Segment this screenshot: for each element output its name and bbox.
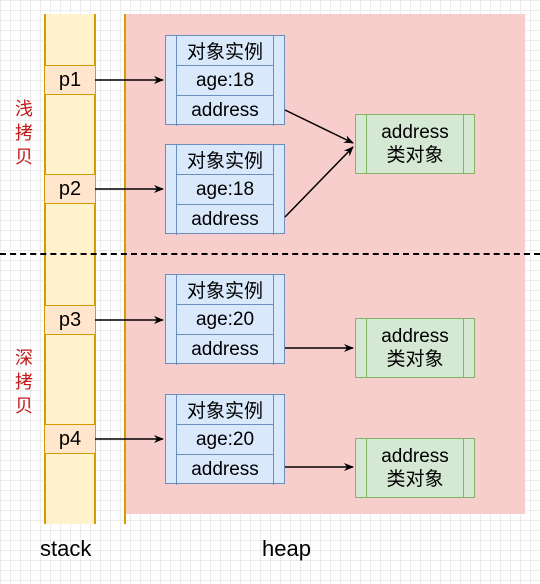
object-instance-4: 对象实例 age:20 address (165, 394, 285, 485)
address-object-line2: 类对象 (386, 349, 444, 370)
stack-right-line (94, 14, 96, 524)
object-field: address (176, 335, 274, 365)
address-object-p3: address 类对象 (355, 318, 475, 378)
object-age: age:20 (176, 425, 274, 455)
stack-left-line (44, 14, 46, 524)
object-age: age:18 (176, 175, 274, 205)
object-age: age:20 (176, 305, 274, 335)
heap-left-line (124, 14, 126, 524)
object-title: 对象实例 (176, 145, 274, 175)
object-instance-3: 对象实例 age:20 address (165, 274, 285, 365)
stack-label: stack (40, 536, 92, 561)
address-object-line1: address (381, 326, 449, 347)
object-field: address (176, 96, 274, 126)
arrow-obj1-to-address (284, 109, 354, 144)
object-instance-1: 对象实例 age:18 address (165, 35, 285, 126)
object-instance-2: 对象实例 age:18 address (165, 144, 285, 235)
object-title: 对象实例 (176, 36, 274, 66)
pointer-p1: p1 (45, 65, 95, 95)
object-title: 对象实例 (176, 275, 274, 305)
pointer-p4: p4 (45, 424, 95, 454)
deep-copy-label: 深 拷 贝 (15, 348, 33, 416)
pointer-p3: p3 (45, 305, 95, 335)
address-object-line2: 类对象 (386, 469, 444, 490)
object-field: address (176, 455, 274, 485)
address-object-line2: 类对象 (386, 145, 444, 166)
address-object-p4: address 类对象 (355, 438, 475, 498)
object-field: address (176, 205, 274, 235)
object-age: age:18 (176, 66, 274, 96)
address-object-shared: address 类对象 (355, 114, 475, 174)
object-title: 对象实例 (176, 395, 274, 425)
shallow-copy-label: 浅 拷 贝 (15, 99, 33, 167)
heap-label: heap (262, 536, 311, 561)
address-object-line1: address (381, 446, 449, 467)
divider-line (0, 253, 540, 255)
address-object-line1: address (381, 122, 449, 143)
pointer-p2: p2 (45, 174, 95, 204)
arrow-obj2-to-address (284, 146, 354, 218)
